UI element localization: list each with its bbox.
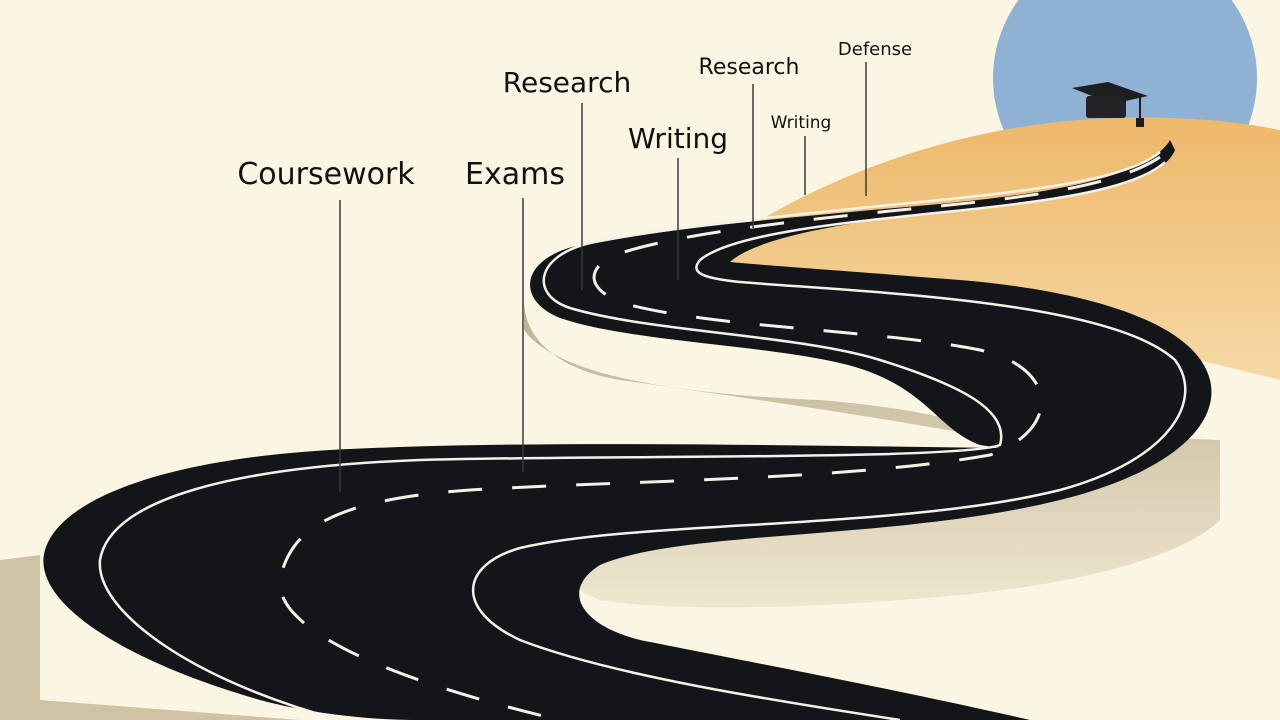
milestone-label-research-1: Research: [503, 66, 631, 99]
road-edge-line-outer: [98, 151, 1161, 720]
road-center-dashes: [278, 155, 1161, 720]
milestone-label-writing-1: Writing: [628, 122, 728, 155]
milestone-label-coursework: Coursework: [237, 157, 415, 192]
milestone-label-research-2: Research: [699, 55, 800, 80]
milestone-label-writing-2: Writing: [771, 113, 832, 133]
road-edge-line-inner: [471, 161, 1187, 720]
milestone-leaders: [339, 62, 867, 492]
hill: [700, 117, 1280, 380]
graduation-cap-icon: [1072, 82, 1148, 127]
road-surface: [43, 140, 1212, 720]
road-side-upper: [524, 270, 1220, 608]
road-side-lower: [0, 555, 300, 720]
milestone-label-exams: Exams: [465, 157, 565, 192]
milestone-label-defense: Defense: [838, 39, 912, 60]
